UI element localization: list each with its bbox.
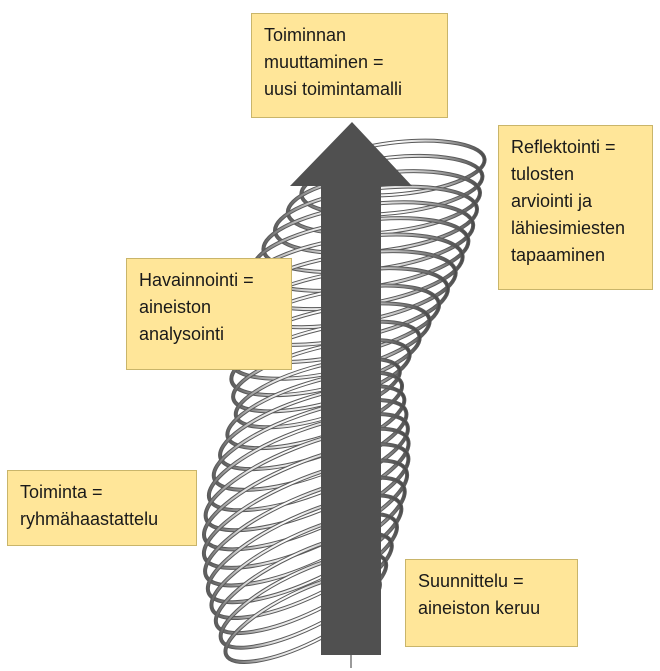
- label-toiminnan-muuttaminen: Toiminnan muuttaminen = uusi toimintamal…: [251, 13, 448, 118]
- label-reflektointi: Reflektointi = tulosten arviointi ja läh…: [498, 125, 653, 290]
- label-havainnointi: Havainnointi = aineiston analysointi: [126, 258, 292, 370]
- label-toiminta: Toiminta = ryhmähaastattelu: [7, 470, 197, 546]
- label-suunnittelu: Suunnittelu = aineiston keruu: [405, 559, 578, 647]
